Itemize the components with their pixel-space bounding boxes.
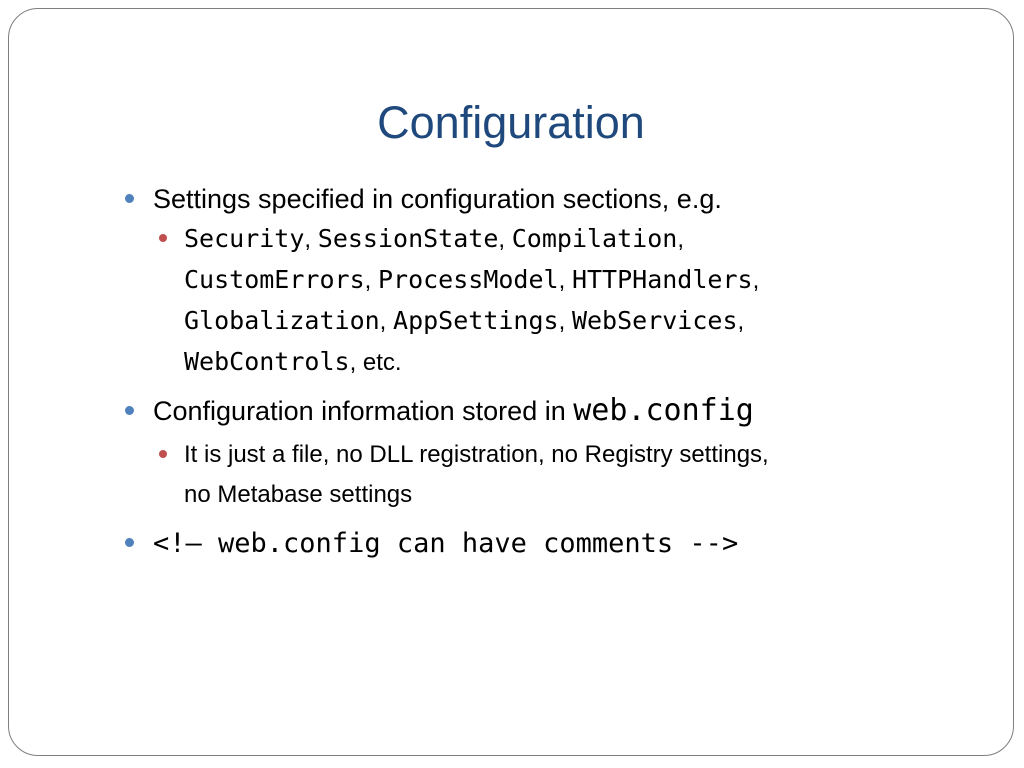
sub-bullet-sections: Security, SessionState, Compilation, Cus… <box>121 219 981 383</box>
section-name: WebControls <box>184 347 350 376</box>
etc-text: , etc. <box>349 349 402 376</box>
section-name: Security <box>184 224 305 253</box>
section-name: ProcessModel <box>377 265 559 294</box>
bullet-comments: <!– web.config can have comments --> <box>121 523 981 564</box>
separator: , <box>752 267 760 294</box>
sub-bullet-text-line2: no Metabase settings <box>184 481 413 508</box>
sub-bullet-text-line1: It is just a file, no DLL registration, … <box>184 441 769 468</box>
section-name: Compilation <box>511 224 678 253</box>
sub-bullet-file: It is just a file, no DLL registration, … <box>121 435 981 515</box>
slide-content: Settings specified in configuration sect… <box>121 179 981 564</box>
code-web-config: web.config <box>573 393 754 428</box>
separator: , <box>677 226 684 253</box>
section-name: Globalization <box>184 306 380 335</box>
bullet-text: Settings specified in configuration sect… <box>153 184 722 214</box>
sub-bullet-dot-icon <box>159 450 167 458</box>
bullet-dot-icon <box>125 194 134 203</box>
separator: , <box>558 267 572 294</box>
separator: , <box>379 308 394 335</box>
section-name: CustomErrors <box>184 265 365 294</box>
bullet-settings: Settings specified in configuration sect… <box>121 179 981 219</box>
section-name: HTTPHandlers <box>571 265 753 294</box>
sub-bullet-dot-icon <box>159 234 167 242</box>
bullet-dot-icon <box>125 538 134 547</box>
separator: , <box>737 308 745 335</box>
slide-frame: Configuration Settings specified in conf… <box>8 8 1014 756</box>
separator: , <box>558 308 572 335</box>
section-name: SessionState <box>317 224 499 253</box>
separator: , <box>364 267 378 294</box>
bullet-dot-icon <box>125 406 134 415</box>
section-name: WebServices <box>571 306 738 335</box>
section-name: AppSettings <box>393 306 559 335</box>
bullet-text: Configuration information stored in <box>153 396 574 426</box>
code-comment: <!– web.config can have comments --> <box>153 528 739 559</box>
bullet-config-info: Configuration information stored in web.… <box>121 391 981 431</box>
separator: , <box>304 226 318 253</box>
separator: , <box>498 226 512 253</box>
slide-title: Configuration <box>377 97 645 148</box>
